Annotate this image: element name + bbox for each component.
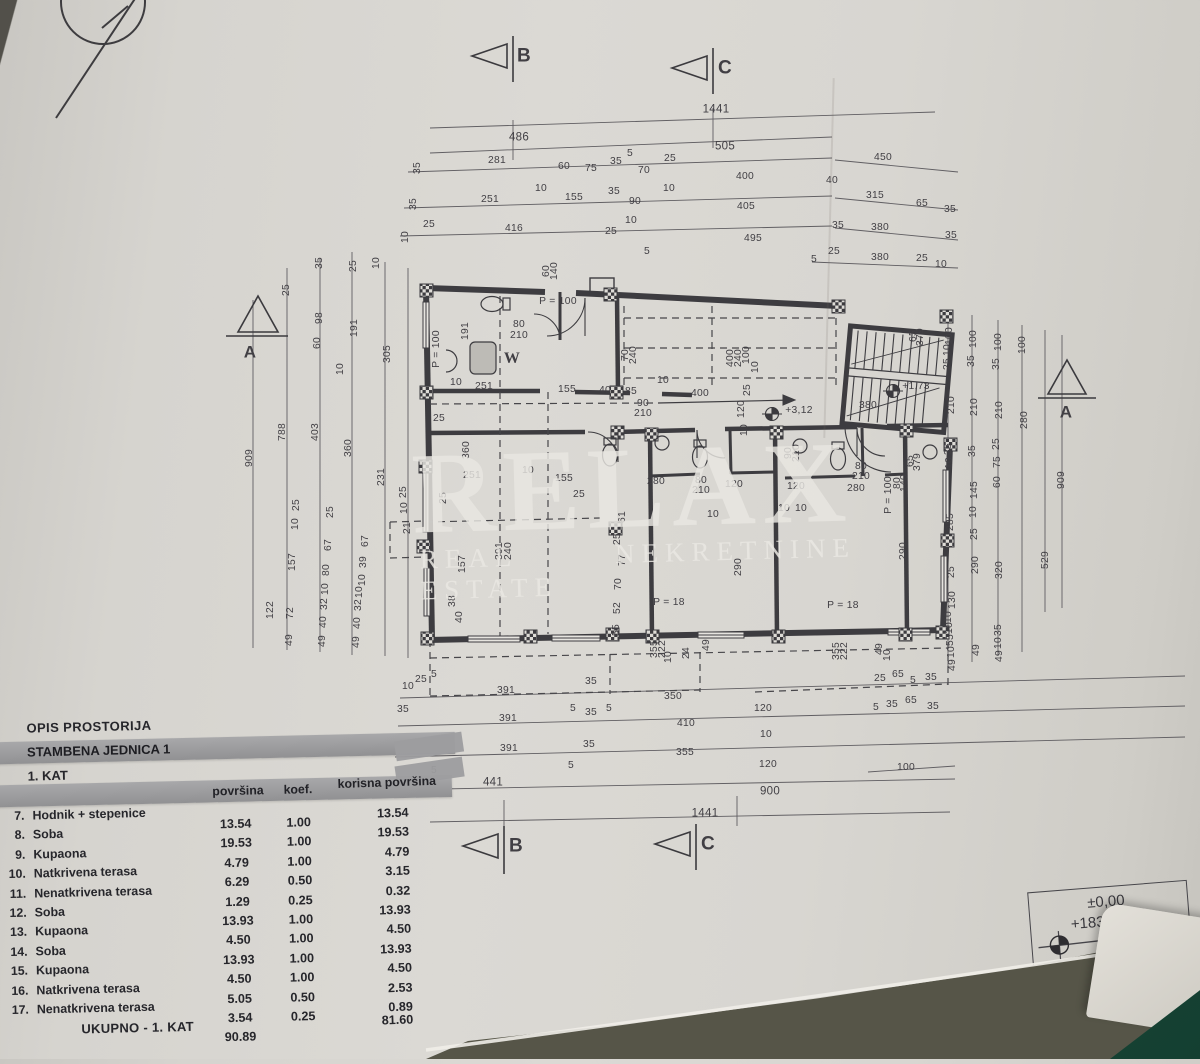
room-povrsina: 13.93 <box>222 952 255 967</box>
row-number: 12. <box>9 905 27 921</box>
shower-icon <box>469 341 497 375</box>
room-name: Kupaona <box>35 962 90 978</box>
dimension-lines <box>252 108 1186 830</box>
col-header-povrsina: površina <box>212 783 264 799</box>
room-name: Soba <box>34 904 66 920</box>
room-povrsina: 13.54 <box>219 816 252 832</box>
section-marker-c-bottom <box>652 824 697 870</box>
sink-icon <box>654 435 670 451</box>
room-korisna: 4.79 <box>384 844 410 860</box>
room-koef: 1.00 <box>286 834 312 850</box>
sink-icon <box>922 444 938 460</box>
room-povrsina: 1.29 <box>225 894 250 909</box>
section-marker-c-top <box>669 48 714 94</box>
row-number: 13. <box>9 925 28 940</box>
benchmark-icon <box>762 406 782 422</box>
col-header-koef: koef. <box>283 782 313 797</box>
room-povrsina: 13.93 <box>222 913 254 929</box>
room-povrsina: 6.29 <box>224 874 250 890</box>
stair-direction-arrow <box>657 394 797 406</box>
toilet-icon <box>829 441 847 471</box>
room-koef: 1.00 <box>286 815 312 830</box>
room-koef: 0.50 <box>290 989 316 1005</box>
unit-label: STAMBENA JEDNICA 1 <box>26 741 171 760</box>
room-name: Natkrivena terasa <box>33 864 138 881</box>
level-markers <box>762 383 903 422</box>
row-number: 9. <box>14 847 26 862</box>
table-title: OPIS PROSTORIJA <box>26 717 152 736</box>
room-name: Hodnik + stepenice <box>32 805 146 823</box>
room-korisna: 3.15 <box>385 863 411 879</box>
dashed-outlines <box>389 296 949 698</box>
section-markers <box>226 36 1096 874</box>
toilet-icon <box>480 295 511 313</box>
row-number: 8. <box>14 828 26 843</box>
room-koef: 0.25 <box>290 1009 316 1024</box>
room-korisna: 13.93 <box>378 902 411 918</box>
room-name: Kupaona <box>34 923 89 939</box>
floor-label: 1. KAT <box>27 767 68 784</box>
desk-edge-top-left <box>0 0 30 110</box>
stairs <box>839 323 955 436</box>
room-name: Kupaona <box>33 846 87 862</box>
total-korisna: 81.60 <box>381 1012 414 1028</box>
room-koef: 1.00 <box>287 853 312 869</box>
room-koef: 1.00 <box>288 912 314 927</box>
section-marker-a-right <box>1038 358 1096 399</box>
section-marker-b-top <box>469 36 514 82</box>
row-number: 17. <box>11 1002 30 1017</box>
row-number: 14. <box>10 944 28 959</box>
room-povrsina: 4.79 <box>224 855 250 870</box>
total-povrsina: 90.89 <box>224 1029 257 1045</box>
row-number: 16. <box>11 983 29 998</box>
room-koef: 1.00 <box>289 950 315 966</box>
section-marker-b-bottom <box>460 826 505 874</box>
unit-header-bar: STAMBENA JEDNICA 1 <box>0 731 456 765</box>
room-korisna: 4.50 <box>386 921 412 937</box>
toilet-icon <box>601 437 619 467</box>
room-name: Soba <box>32 827 64 842</box>
room-name: Soba <box>35 943 67 959</box>
room-povrsina: 4.50 <box>226 971 252 987</box>
room-korisna: 0.32 <box>385 883 411 898</box>
room-korisna: 13.93 <box>379 941 412 957</box>
room-name: Nenatkrivena terasa <box>34 883 153 901</box>
row-number: 15. <box>10 963 29 979</box>
room-name: Nenatkrivena terasa <box>36 999 155 1017</box>
row-number: 11. <box>9 886 27 901</box>
room-korisna: 4.50 <box>387 960 413 976</box>
room-koef: 0.25 <box>288 892 313 908</box>
structural-piers <box>416 283 958 646</box>
sink-icon <box>445 349 458 373</box>
room-povrsina: 4.50 <box>225 932 251 948</box>
room-koef: 1.00 <box>289 970 315 985</box>
room-korisna: 13.54 <box>376 805 409 821</box>
benchmark-icon <box>883 383 903 399</box>
room-korisna: 19.53 <box>377 824 410 840</box>
table-rows: 7. Hodnik + stepenice 13.54 1.00 13.54 8. Soba… <box>0 0 1180 1026</box>
room-povrsina: 3.54 <box>227 1010 253 1026</box>
total-label: UKUPNO - 1. KAT <box>81 1018 195 1037</box>
toilet-icon <box>691 439 709 469</box>
bathroom-fixtures <box>445 295 938 471</box>
room-korisna: 2.53 <box>387 980 413 995</box>
row-number: 7. <box>14 808 25 823</box>
room-povrsina: 19.53 <box>220 835 253 851</box>
row-number: 10. <box>8 866 26 882</box>
section-marker-a-left <box>226 294 288 337</box>
room-povrsina: 5.05 <box>227 991 253 1006</box>
compass-symbol <box>55 0 146 119</box>
sink-icon <box>792 438 808 454</box>
room-name: Natkrivena terasa <box>36 980 140 998</box>
windows <box>422 301 950 643</box>
room-koef: 1.00 <box>288 931 314 947</box>
room-koef: 0.50 <box>287 873 313 888</box>
